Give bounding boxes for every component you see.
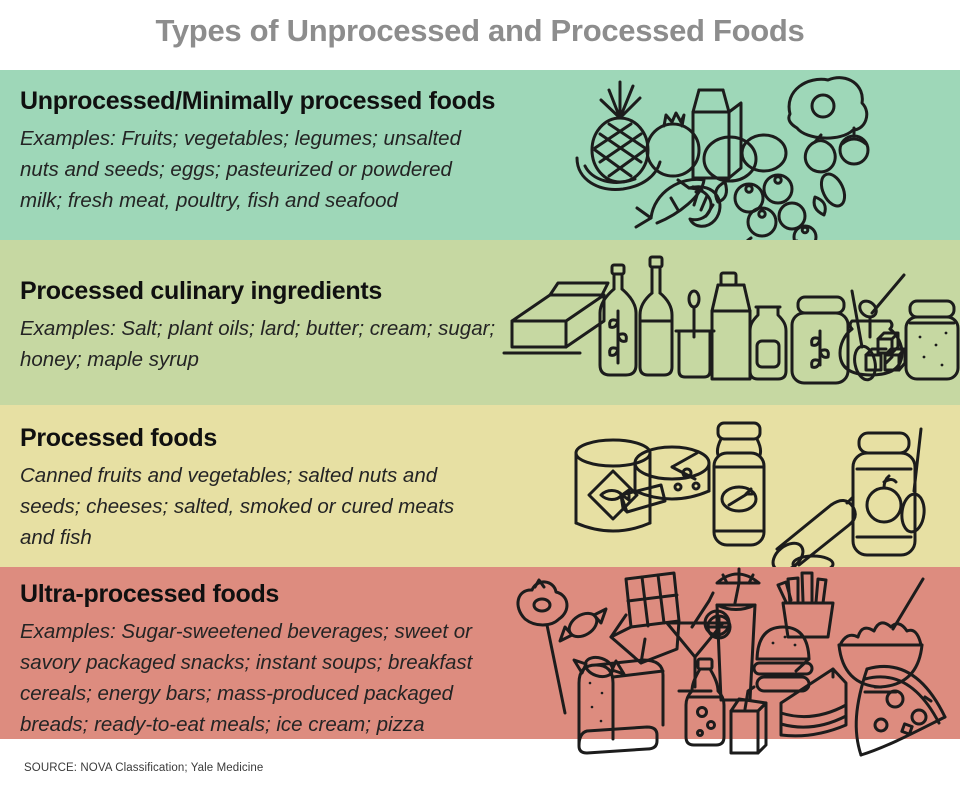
banana-icon: [575, 156, 662, 191]
soda-bottle-icon: [684, 657, 726, 747]
band-culinary-illustration: [500, 253, 960, 398]
cheese-icon: [619, 445, 711, 514]
burger-icon: [752, 625, 814, 693]
eggs-icon: [702, 133, 788, 183]
band-unprocessed: Unprocessed/Minimally processed foods Ex…: [0, 70, 960, 255]
butter-icon: [502, 281, 610, 355]
salami-icon: [771, 495, 857, 569]
tin-can-icon: [574, 438, 652, 533]
bread-loaf-icon: [577, 658, 665, 755]
band-processed-description: Canned fruits and vegetables; salted nut…: [20, 464, 455, 549]
sugar-cubes-icon: [864, 331, 907, 372]
band-ultra-processed-illustration: [495, 565, 960, 763]
ham-icon: [787, 76, 869, 140]
applesauce-jar-with-spoon-icon: [851, 427, 926, 557]
band-unprocessed-heading: Unprocessed/Minimally processed foods: [20, 87, 496, 115]
almond-icon: [819, 172, 847, 208]
lollipop-icon: [516, 578, 569, 715]
band-processed-illustration: [565, 419, 960, 569]
pizza-slice-icon: [854, 664, 947, 757]
pineapple-icon: [590, 80, 650, 184]
band-ultra-processed: Ultra-processed foods Examples: Sugar-sw…: [0, 567, 960, 757]
band-ultra-processed-heading: Ultra-processed foods: [20, 580, 280, 608]
band-processed: Processed foods Canned fruits and vegeta…: [0, 405, 960, 569]
band-unprocessed-illustration: [565, 58, 960, 255]
oil-bottle-icon: [598, 263, 638, 377]
shrimp-icon: [676, 178, 722, 228]
band-processed-heading: Processed foods: [20, 424, 217, 452]
chocolate-bar-icon: [609, 571, 681, 665]
band-culinary: Processed culinary ingredients Examples:…: [0, 240, 960, 405]
wine-bottle-icon: [638, 255, 674, 377]
preserve-jar-icon: [712, 421, 766, 547]
cup-with-spoon-icon: [674, 289, 716, 379]
band-ultra-processed-description: Examples: Sugar-sweetened beverages; swe…: [20, 620, 473, 736]
milk-carton-icon: [710, 271, 752, 381]
mason-jar-icon: [904, 299, 960, 381]
pomegranate-icon: [645, 111, 701, 178]
hazelnuts-icon: [803, 126, 870, 174]
milk-bottle-icon: [748, 305, 788, 381]
juice-box-icon: [729, 685, 768, 755]
page-title: Types of Unprocessed and Processed Foods: [155, 13, 805, 48]
tall-drink-icon: [703, 567, 761, 702]
cocktail-icon: [665, 591, 732, 693]
band-culinary-heading: Processed culinary ingredients: [20, 277, 382, 305]
honey-pot-icon: [838, 273, 906, 377]
cake-slice-icon: [779, 667, 848, 738]
source-credit: SOURCE: NOVA Classification; Yale Medici…: [24, 762, 264, 774]
band-culinary-description: Examples: Salt; plant oils; lard; butter…: [20, 317, 496, 371]
candies-icon: [558, 607, 626, 679]
milk-carton-icon: [691, 88, 743, 180]
lard-jar-with-spoon-icon: [790, 289, 877, 385]
band-unprocessed-description: Examples: Fruits; vegetables; legumes; u…: [20, 127, 461, 212]
